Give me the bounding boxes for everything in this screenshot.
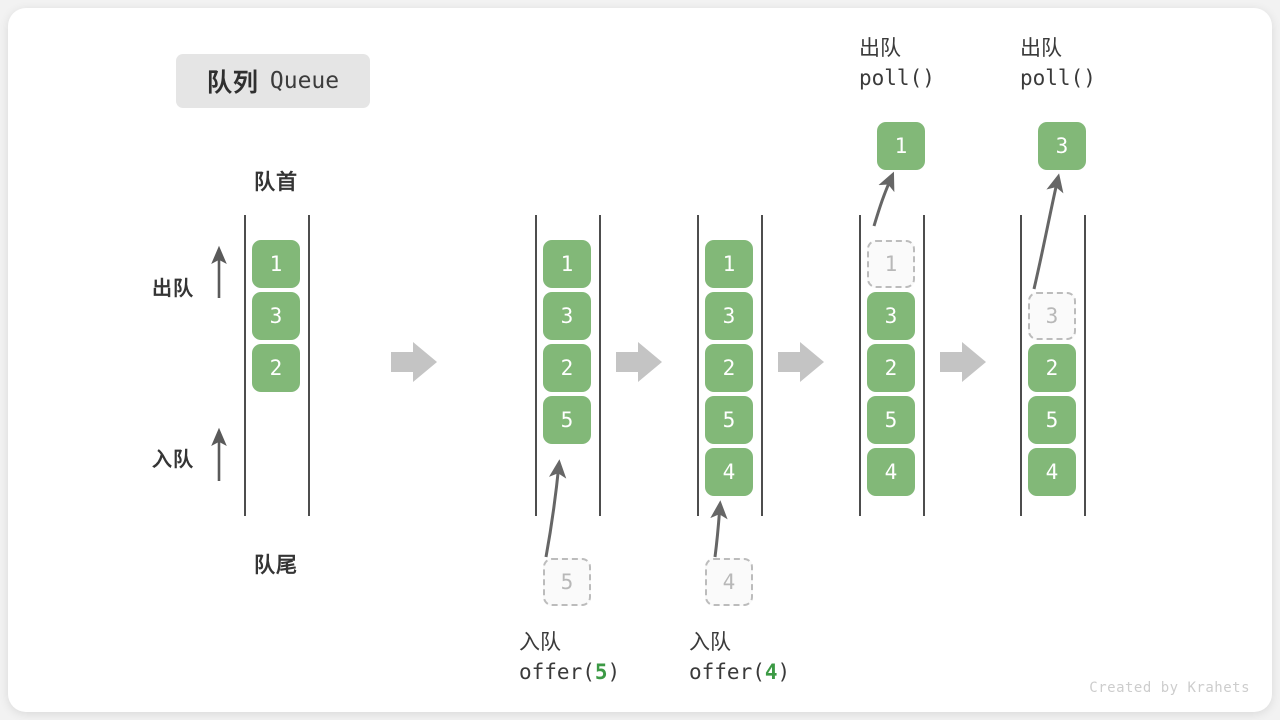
poll-1-arrow [872, 171, 895, 227]
queue-cell: 3 [867, 292, 915, 340]
offer-caption-col2-cn: 入队 [519, 631, 561, 654]
step-arrow-3 [778, 342, 824, 382]
enqueue-direction-label: 入队 [152, 449, 194, 471]
outgoing-element: 1 [877, 122, 925, 170]
offer-caption-col3: 入队 offer(4) [689, 628, 790, 688]
poll-caption-col4-code: poll() [859, 65, 935, 90]
queue-rail-right [599, 215, 601, 516]
offer-4-arrow [710, 500, 728, 558]
step-arrow-2 [616, 342, 662, 382]
queue-cell: 5 [543, 396, 591, 444]
offer-caption-col3-code: offer(4) [689, 659, 791, 684]
queue-cell: 5 [705, 396, 753, 444]
arrows-overlay [211, 171, 1064, 558]
queue-rail-right [761, 215, 763, 516]
queue-rail-right [308, 215, 310, 516]
title-badge: 队列 Queue [176, 54, 370, 108]
queue-cell: 4 [705, 448, 753, 496]
poll-caption-col5: 出队 poll() [1020, 34, 1096, 94]
queue-cell: 2 [252, 344, 300, 392]
queue-rail-left [1020, 215, 1022, 516]
offer-caption-col2-value: 5 [594, 659, 608, 684]
queue-cell: 4 [867, 448, 915, 496]
watermark: Created by Krahets [1089, 680, 1250, 696]
offer-5-arrow [544, 459, 567, 558]
incoming-element-ghost: 4 [705, 558, 753, 606]
queue-rail-right [923, 215, 925, 516]
queue-cell: 1 [867, 240, 915, 288]
queue-cell: 1 [705, 240, 753, 288]
title-cn: 队列 [206, 69, 259, 97]
queue-cell: 1 [543, 240, 591, 288]
title-en: Queue [269, 68, 340, 94]
queue-cell: 3 [543, 292, 591, 340]
queue-cell: 2 [705, 344, 753, 392]
queue-rail-left [535, 215, 537, 516]
offer-caption-col3-value: 4 [764, 659, 778, 684]
offer-caption-col3-cn: 入队 [689, 631, 731, 654]
queue-cell: 2 [1028, 344, 1076, 392]
dequeue-direction-label: 出队 [152, 278, 194, 300]
step-arrow-4 [940, 342, 986, 382]
queue-rail-left [859, 215, 861, 516]
queue-cell: 2 [543, 344, 591, 392]
queue-rail-right [1084, 215, 1086, 516]
step-arrow-1 [391, 342, 437, 382]
queue-rail-left [697, 215, 699, 516]
incoming-element-ghost: 5 [543, 558, 591, 606]
queue-cell: 5 [867, 396, 915, 444]
queue-cell: 2 [867, 344, 915, 392]
poll-caption-col5-cn: 出队 [1020, 37, 1062, 60]
queue-cell: 3 [1028, 292, 1076, 340]
poll-caption-col5-code: poll() [1020, 65, 1096, 90]
queue-head-label: 队首 [254, 171, 298, 194]
poll-3-arrow [1032, 173, 1064, 290]
poll-caption-col4-cn: 出队 [859, 37, 901, 60]
offer-caption-col2: 入队 offer(5) [519, 628, 620, 688]
queue-tail-label: 队尾 [254, 554, 298, 577]
queue-cell: 1 [252, 240, 300, 288]
queue-rail-left [244, 215, 246, 516]
offer-caption-col2-code: offer(5) [519, 659, 621, 684]
queue-cell: 3 [252, 292, 300, 340]
poll-caption-col4: 出队 poll() [859, 34, 935, 94]
queue-cell: 5 [1028, 396, 1076, 444]
queue-cell: 4 [1028, 448, 1076, 496]
outgoing-element: 3 [1038, 122, 1086, 170]
diagram-card: 队列 Queue 队首 队尾 出队 入队 出队 poll() 出队 poll()… [8, 8, 1272, 712]
queue-cell: 3 [705, 292, 753, 340]
